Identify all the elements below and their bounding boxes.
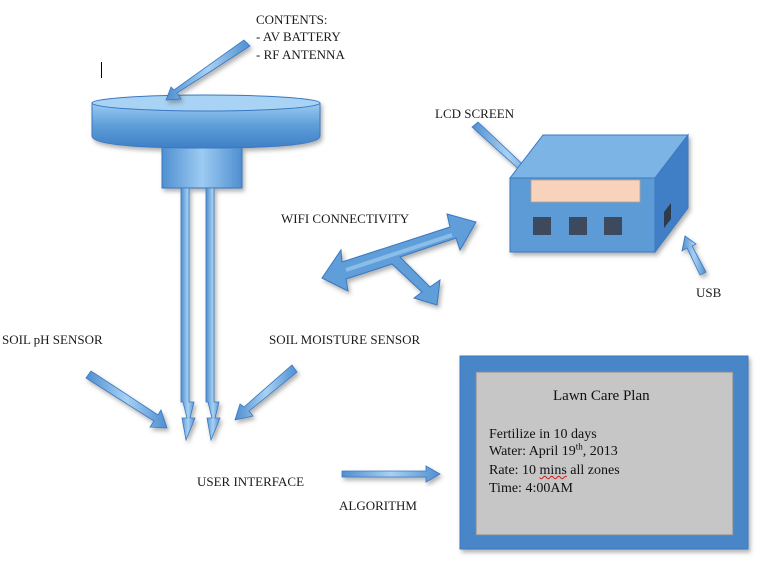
device-button-1 (533, 217, 551, 235)
plan-title: Lawn Care Plan (553, 388, 650, 404)
usb-port (664, 203, 671, 228)
contents-item-antenna: - RF ANTENNA (256, 47, 345, 62)
user-interface-label: USER INTERFACE (197, 474, 305, 489)
lcd-display (530, 179, 641, 203)
probe-right (205, 187, 221, 442)
plan-water: Water: April 19th, 2013 (489, 441, 618, 461)
usb-label: USB (696, 285, 722, 300)
lcd-screen-label: LCD SCREEN (435, 106, 515, 121)
wifi-connectivity-arrow (321, 213, 477, 306)
plan-rate-prefix: Rate: 10 (489, 463, 540, 478)
lawn-care-plan-panel (459, 355, 749, 550)
base-station-neck (161, 141, 243, 189)
device-button-3 (604, 217, 622, 235)
plan-water-date: Water: April 19 (489, 444, 576, 459)
soil-ph-label: SOIL pH SENSOR (2, 332, 103, 347)
plan-water-year: , 2013 (582, 444, 618, 459)
lcd-device (508, 133, 690, 254)
contents-title: CONTENTS: (256, 12, 328, 27)
device-button-2 (569, 217, 587, 235)
usb-arrow (681, 235, 707, 276)
plan-fertilize: Fertilize in 10 days (489, 427, 597, 442)
sensor-probes (180, 187, 221, 442)
soil-moisture-label: SOIL MOISTURE SENSOR (269, 332, 421, 347)
base-station-disc-body (91, 102, 321, 149)
probe-left (180, 187, 196, 442)
contents-arrow (165, 39, 251, 101)
contents-item-battery: - AV BATTERY (256, 29, 341, 44)
base-station-disc-top (91, 94, 321, 112)
plan-screen (475, 371, 734, 536)
algorithm-label: ALGORITHM (339, 498, 417, 513)
plan-rate: Rate: 10 mins all zones (489, 462, 620, 480)
wifi-label: WIFI CONNECTIVITY (281, 211, 410, 226)
base-station (91, 94, 321, 189)
plan-rate-unit: mins (539, 463, 567, 478)
algorithm-arrow (341, 465, 441, 483)
text-cursor (101, 62, 102, 78)
soil-ph-arrow (85, 370, 168, 429)
soil-moisture-arrow (234, 364, 298, 421)
plan-rate-suffix: all zones (566, 463, 620, 478)
plan-time: Time: 4:00AM (489, 481, 573, 496)
plan-water-suffix: th (575, 441, 583, 452)
